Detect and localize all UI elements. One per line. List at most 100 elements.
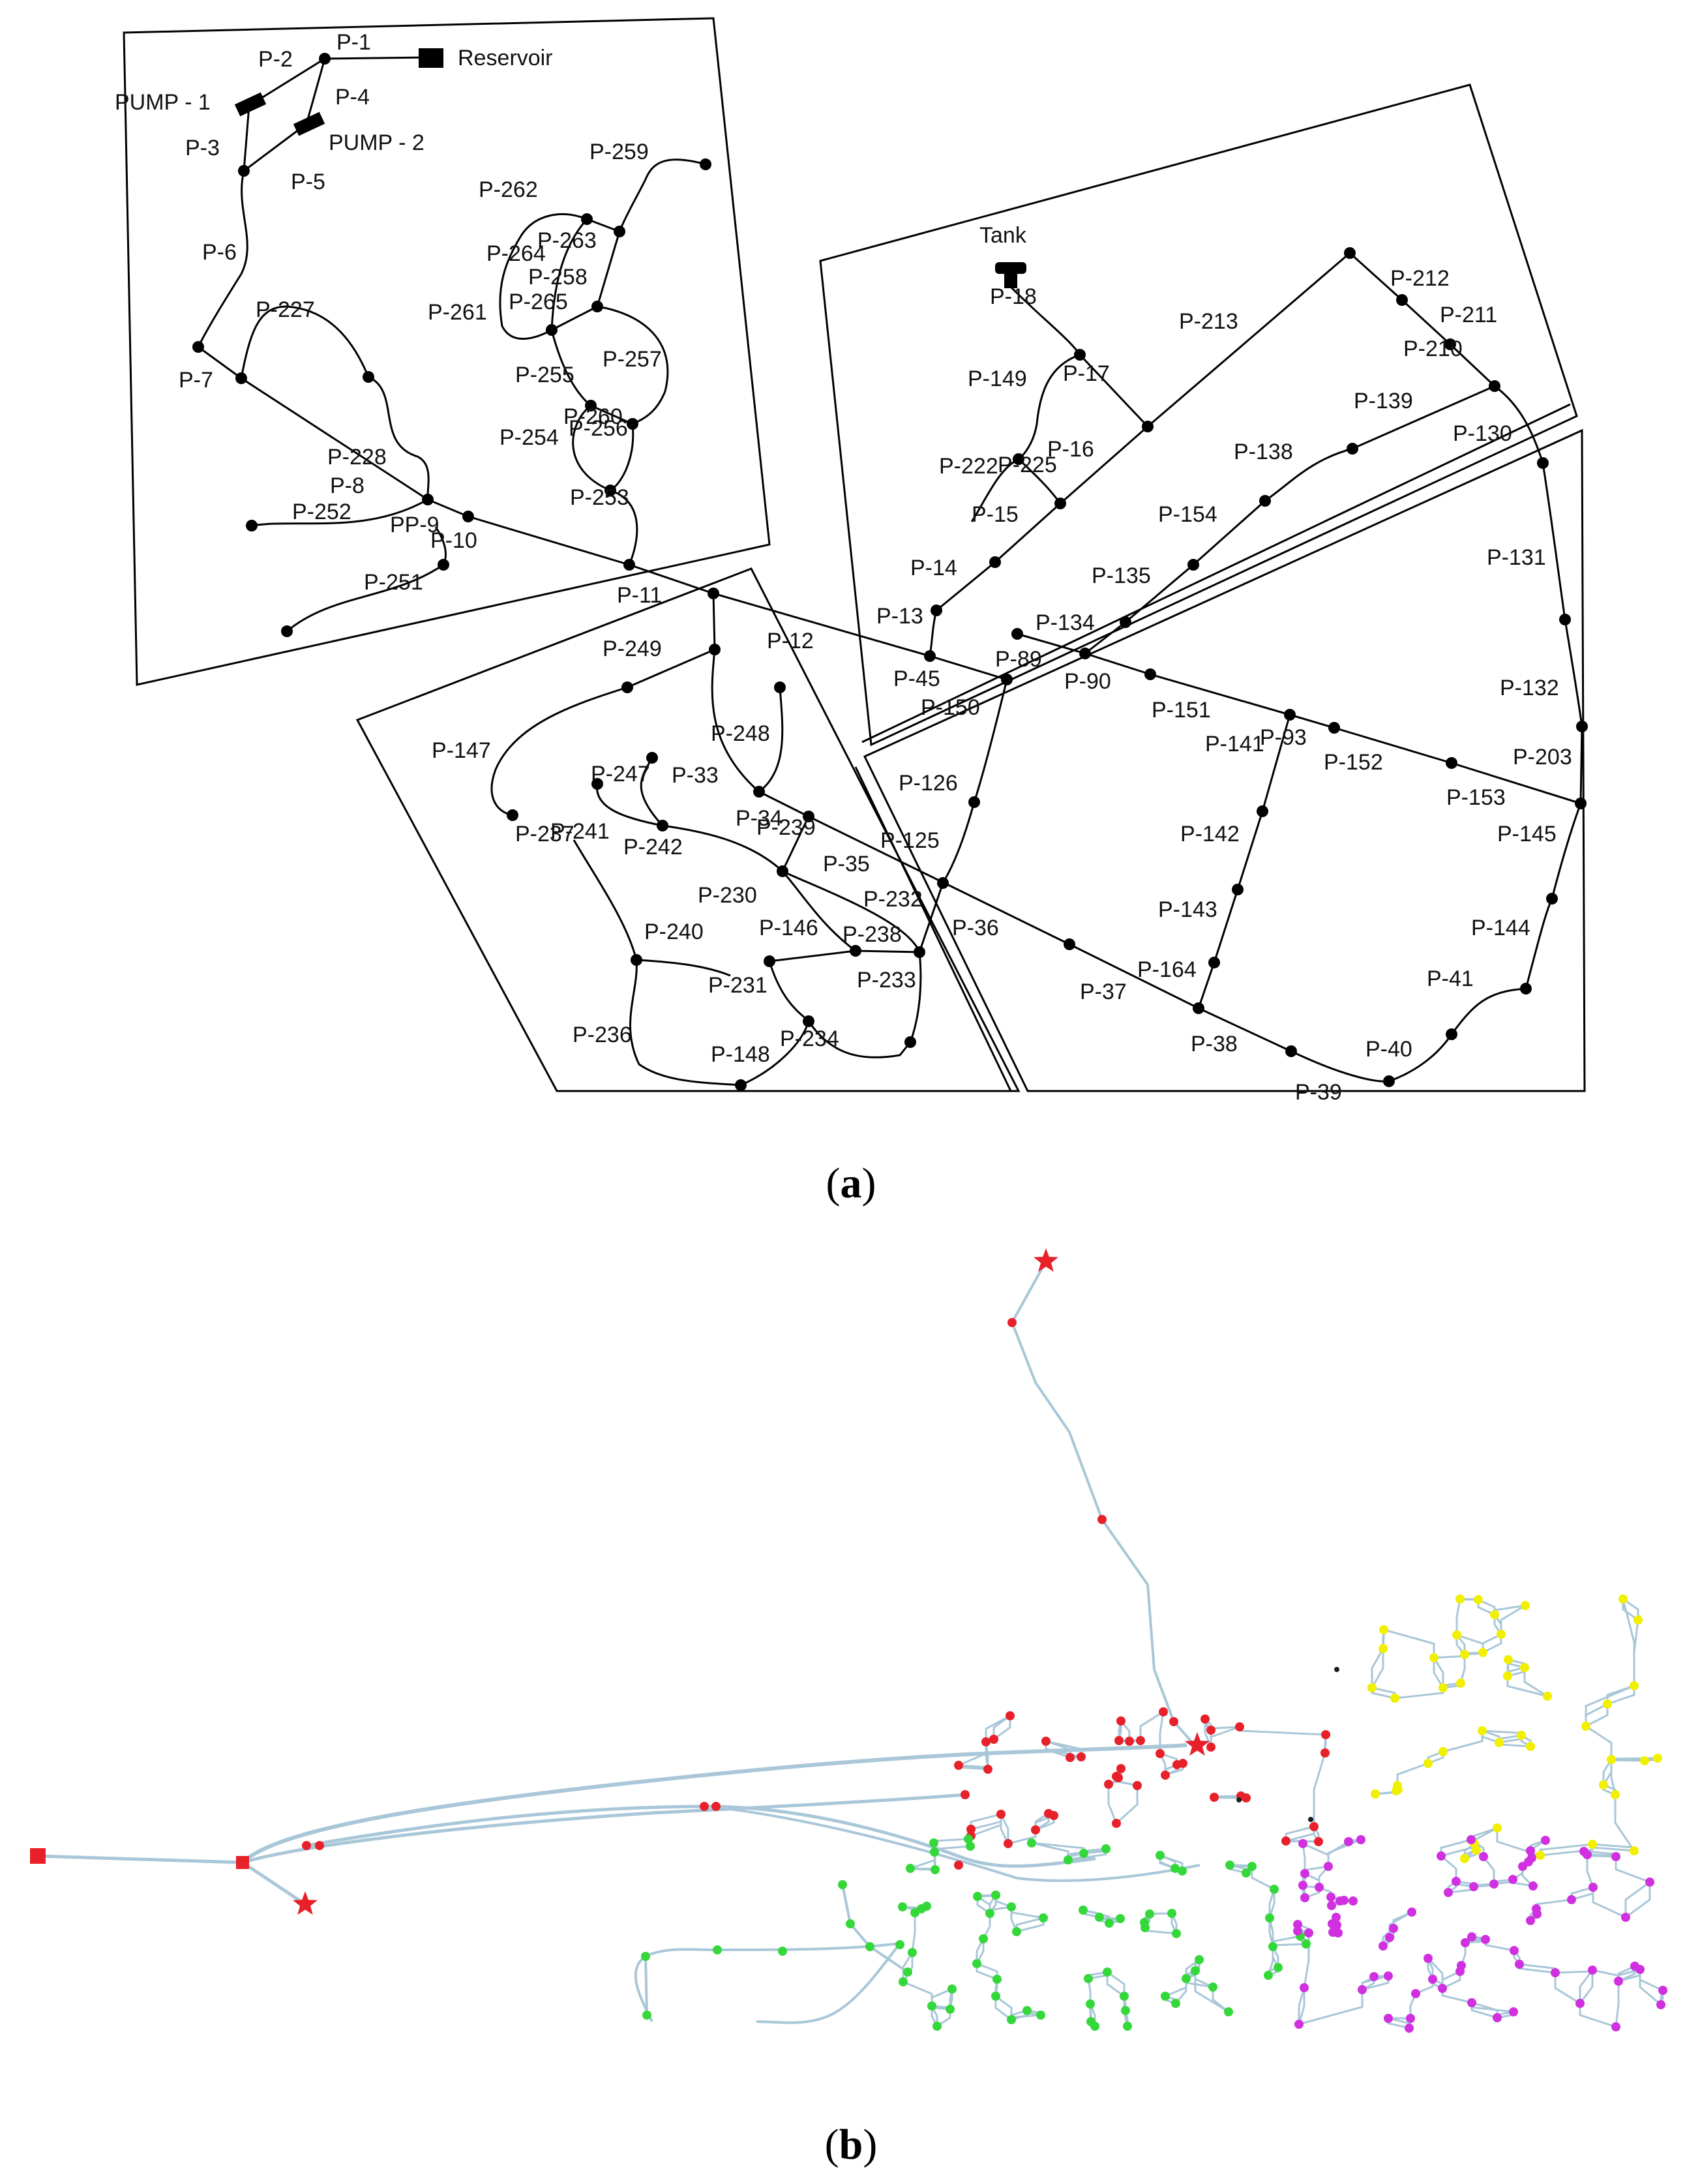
graph-node xyxy=(1210,1793,1219,1802)
graph-node xyxy=(1298,1881,1307,1890)
junction-node xyxy=(1074,349,1086,361)
graph-node xyxy=(989,1735,998,1744)
pipe-p233 xyxy=(909,951,922,1043)
graph-edge xyxy=(1010,1261,1196,1746)
tank-label: Tank xyxy=(979,223,1027,248)
graph-node xyxy=(1039,1913,1048,1922)
junction-node xyxy=(1489,380,1500,392)
pump-2-label: PUMP - 2 xyxy=(329,130,425,155)
graph-node xyxy=(947,1984,957,1994)
graph-node xyxy=(931,1865,940,1874)
graph-node xyxy=(1022,2006,1032,2015)
pipe-p12 xyxy=(712,593,716,650)
pipe-p131 xyxy=(1542,462,1566,620)
graph-node xyxy=(1327,1901,1336,1910)
graph-node xyxy=(1479,1852,1488,1861)
pipe-p241 xyxy=(573,839,638,961)
graph-node xyxy=(1086,1999,1095,2009)
junction-node xyxy=(968,796,980,808)
pipe-p164 xyxy=(1197,962,1215,1009)
graph-node xyxy=(1633,1615,1643,1624)
graph-edge xyxy=(1624,1881,1650,1917)
pipe-p203 xyxy=(1579,726,1583,804)
graph-node xyxy=(1206,1726,1215,1735)
pipe-label: P-134 xyxy=(1036,610,1095,635)
graph-node xyxy=(1635,1965,1645,1974)
junction-node xyxy=(657,820,668,831)
graph-node xyxy=(1390,1694,1399,1703)
graph-node xyxy=(1460,1854,1469,1863)
graph-node xyxy=(1007,1318,1017,1327)
pipe-p238 xyxy=(855,950,920,953)
graph-node xyxy=(1104,1780,1113,1789)
graph-edge xyxy=(841,1884,909,1973)
graph-node xyxy=(1478,1726,1487,1735)
pipe-p3 xyxy=(243,105,250,172)
caption-close-paren: ) xyxy=(862,1159,876,1207)
pipe-p36 xyxy=(918,882,944,953)
graph-edge xyxy=(1371,1648,1384,1688)
graph-node xyxy=(1611,2022,1620,2031)
graph-edge xyxy=(902,1952,914,1982)
graph-node xyxy=(1444,1888,1453,1897)
graph-node xyxy=(1095,1913,1104,1922)
graph-node xyxy=(838,1880,847,1889)
junction-node xyxy=(646,752,658,764)
pipe-label: P-255 xyxy=(515,363,574,387)
graph-node xyxy=(1171,1864,1180,1873)
junction-node xyxy=(621,681,633,693)
graph-edge xyxy=(1579,1969,1594,2003)
pipe-p143 xyxy=(1213,889,1239,963)
junction-node xyxy=(631,954,642,966)
graph-node xyxy=(1438,1984,1447,1993)
pipe-label: P-16 xyxy=(1047,437,1094,462)
graph-node xyxy=(954,1761,963,1770)
junction-node xyxy=(803,811,814,822)
pipe-label: P-144 xyxy=(1471,916,1530,940)
graph-node xyxy=(1520,1663,1529,1672)
pipe-p254 xyxy=(572,404,611,492)
pipe-label: P-7 xyxy=(179,368,213,393)
pipe-label: P-146 xyxy=(759,916,818,940)
graph-node xyxy=(1133,1781,1142,1790)
graph-node xyxy=(1645,1877,1654,1887)
graph-edge xyxy=(1535,1898,1572,1909)
graph-node xyxy=(1116,1764,1126,1773)
pipe-p258 xyxy=(550,218,588,331)
graph-node xyxy=(1208,1982,1217,1992)
pipe-p213 xyxy=(1147,252,1350,428)
pipe-p11 xyxy=(468,515,630,566)
pipe-label: P-228 xyxy=(327,445,387,470)
graph-node xyxy=(1161,1771,1170,1780)
graph-node xyxy=(979,1934,988,1943)
pipe-label: P-93 xyxy=(1260,725,1307,750)
pipe-p252 xyxy=(251,498,428,527)
pipe-label: P-252 xyxy=(292,500,351,524)
graph-node xyxy=(865,1942,874,1951)
pipe-label: P-37 xyxy=(1080,980,1127,1004)
graph-edge xyxy=(1615,1857,1650,1883)
graph-node xyxy=(1156,1851,1165,1860)
graph-node xyxy=(1224,2007,1233,2016)
graph-node xyxy=(1036,2011,1045,2020)
graph-edge xyxy=(1298,1990,1364,2026)
graph-edge xyxy=(902,1952,914,1982)
graph-node xyxy=(1526,1846,1535,1855)
graph-node xyxy=(1567,1895,1576,1904)
graph-node xyxy=(946,2005,955,2014)
graph-node xyxy=(1103,1967,1112,1977)
graph-node xyxy=(1385,1933,1394,1942)
junction-node xyxy=(803,1015,814,1027)
graph-node xyxy=(1536,1851,1545,1860)
graph-node xyxy=(1105,1919,1114,1928)
pipe-p6 xyxy=(197,170,248,348)
graph-node xyxy=(1405,2024,1414,2033)
pipe-p230 xyxy=(781,871,856,952)
graph-edge xyxy=(1592,1887,1626,1919)
pipe-label: P-253 xyxy=(570,485,629,510)
facility-symbols xyxy=(234,48,1026,288)
graph-edge xyxy=(1000,1814,1009,1844)
graph-node xyxy=(1478,1648,1487,1657)
pipes xyxy=(197,56,1583,1086)
graph-node xyxy=(930,1847,939,1857)
